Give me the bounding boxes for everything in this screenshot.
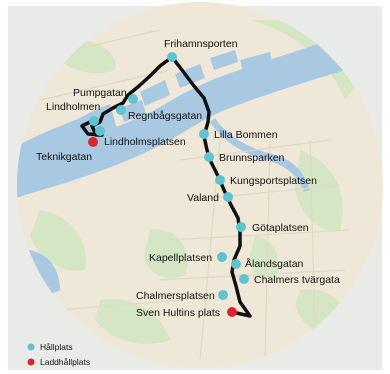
stop-marker-chalmers-tvargata[interactable]: [239, 274, 249, 284]
label-alandsgatan: Ålandsgatan: [245, 257, 304, 270]
label-kungsportsplatsen: Kungsportsplatsen: [230, 175, 317, 187]
label-brunnsparken: Brunnsparken: [219, 152, 285, 164]
label-gotaplatsen: Götaplatsen: [252, 222, 309, 234]
legend: Hållplats Laddhållplats: [27, 342, 90, 367]
charging-marker-sven-hultins-plats[interactable]: [227, 307, 237, 317]
stop-marker-frihamnsporten[interactable]: [167, 52, 177, 62]
stop-marker-brunnsparken[interactable]: [204, 152, 214, 162]
stop-marker-alandsgatan[interactable]: [231, 259, 241, 269]
legend-stop-label: Hållplats: [40, 342, 73, 352]
label-valand: Valand: [187, 192, 219, 204]
legend-stop-swatch: [27, 343, 35, 351]
label-lindholmsplatsen: Lindholmsplatsen: [104, 136, 186, 148]
stop-marker-kungsportsplatsen[interactable]: [215, 175, 225, 185]
stop-marker-lindholmsplatsen[interactable]: [95, 126, 105, 136]
stop-marker-lilla-bommen[interactable]: [199, 129, 209, 139]
legend-charging-label: Laddhållplats: [40, 357, 90, 367]
stop-marker-valand[interactable]: [223, 192, 233, 202]
stop-marker-kapellplatsen[interactable]: [217, 252, 227, 262]
stop-labels: Frihamnsporten Pumpgatan Lindholmen Regn…: [36, 38, 340, 319]
label-lindholmen: Lindholmen: [46, 101, 100, 113]
legend-charging-swatch: [27, 358, 35, 366]
label-chalmersplatsen: Chalmersplatsen: [136, 290, 215, 302]
stop-markers: [88, 52, 249, 317]
label-chalmers-tvargata: Chalmers tvärgata: [254, 274, 340, 286]
stop-marker-lindholmen[interactable]: [89, 116, 99, 126]
label-frihamnsporten: Frihamnsporten: [164, 38, 238, 50]
label-pumpgatan: Pumpgatan: [73, 87, 127, 99]
label-lilla-bommen: Lilla Bommen: [214, 129, 278, 141]
label-sven-hultins-plats: Sven Hultins plats: [136, 307, 220, 319]
streets: [29, 29, 351, 361]
stop-marker-regnbagsgatan[interactable]: [116, 105, 126, 115]
stop-marker-chalmersplatsen[interactable]: [218, 290, 228, 300]
charging-marker-teknikgatan[interactable]: [88, 137, 98, 147]
label-regnbagsgatan: Regnbågsgatan: [128, 110, 202, 122]
label-teknikgatan: Teknikgatan: [36, 151, 92, 163]
stop-marker-pumpgatan[interactable]: [128, 94, 138, 104]
label-kapellplatsen: Kapellplatsen: [149, 252, 212, 264]
stop-marker-gotaplatsen[interactable]: [236, 222, 246, 232]
